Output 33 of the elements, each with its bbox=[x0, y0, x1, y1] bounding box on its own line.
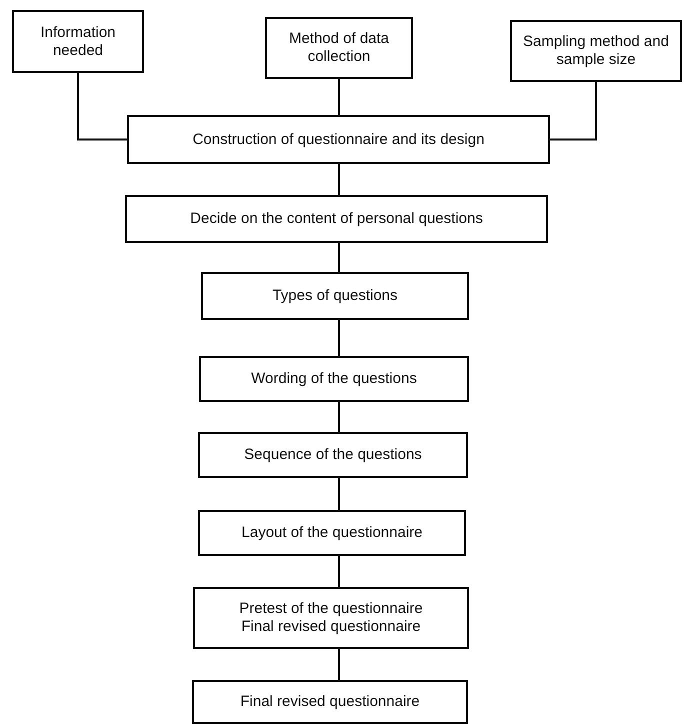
connector-line bbox=[338, 556, 340, 587]
box-label: Information needed bbox=[39, 24, 117, 60]
box-label: Construction of questionnaire and its design bbox=[192, 130, 484, 148]
process-box bbox=[125, 195, 548, 243]
connector-line bbox=[338, 402, 340, 432]
box-label: Sequence of the questions bbox=[244, 446, 422, 464]
box-label: Decide on the content of personal questions bbox=[190, 210, 483, 228]
process-box bbox=[198, 510, 466, 556]
process-box bbox=[199, 356, 469, 402]
connector-line bbox=[338, 649, 340, 680]
connector-line bbox=[550, 82, 597, 140]
connector-line bbox=[77, 73, 127, 140]
process-box bbox=[201, 272, 469, 320]
connector-line bbox=[338, 478, 340, 510]
connector-line bbox=[338, 164, 340, 195]
box-label: Layout of the questionnaire bbox=[242, 524, 422, 542]
box-label: Wording of the questions bbox=[251, 370, 417, 388]
process-box bbox=[510, 20, 682, 82]
box-label: Types of questions bbox=[272, 287, 398, 305]
box-label: Method of data collection bbox=[288, 30, 390, 66]
process-box bbox=[193, 587, 469, 649]
process-box bbox=[198, 432, 468, 478]
box-label: Sampling method and sample size bbox=[522, 33, 670, 69]
connector-line bbox=[338, 320, 340, 356]
process-box bbox=[192, 680, 468, 724]
box-label: Pretest of the questionnaire bbox=[239, 600, 423, 618]
process-box bbox=[265, 17, 413, 79]
connector-line bbox=[338, 243, 340, 272]
process-box bbox=[12, 10, 144, 73]
connector-line bbox=[338, 79, 340, 115]
box-label: Final revised questionnaire bbox=[240, 693, 420, 711]
box-label: Final revised questionnaire bbox=[241, 618, 421, 636]
process-box bbox=[127, 115, 550, 164]
